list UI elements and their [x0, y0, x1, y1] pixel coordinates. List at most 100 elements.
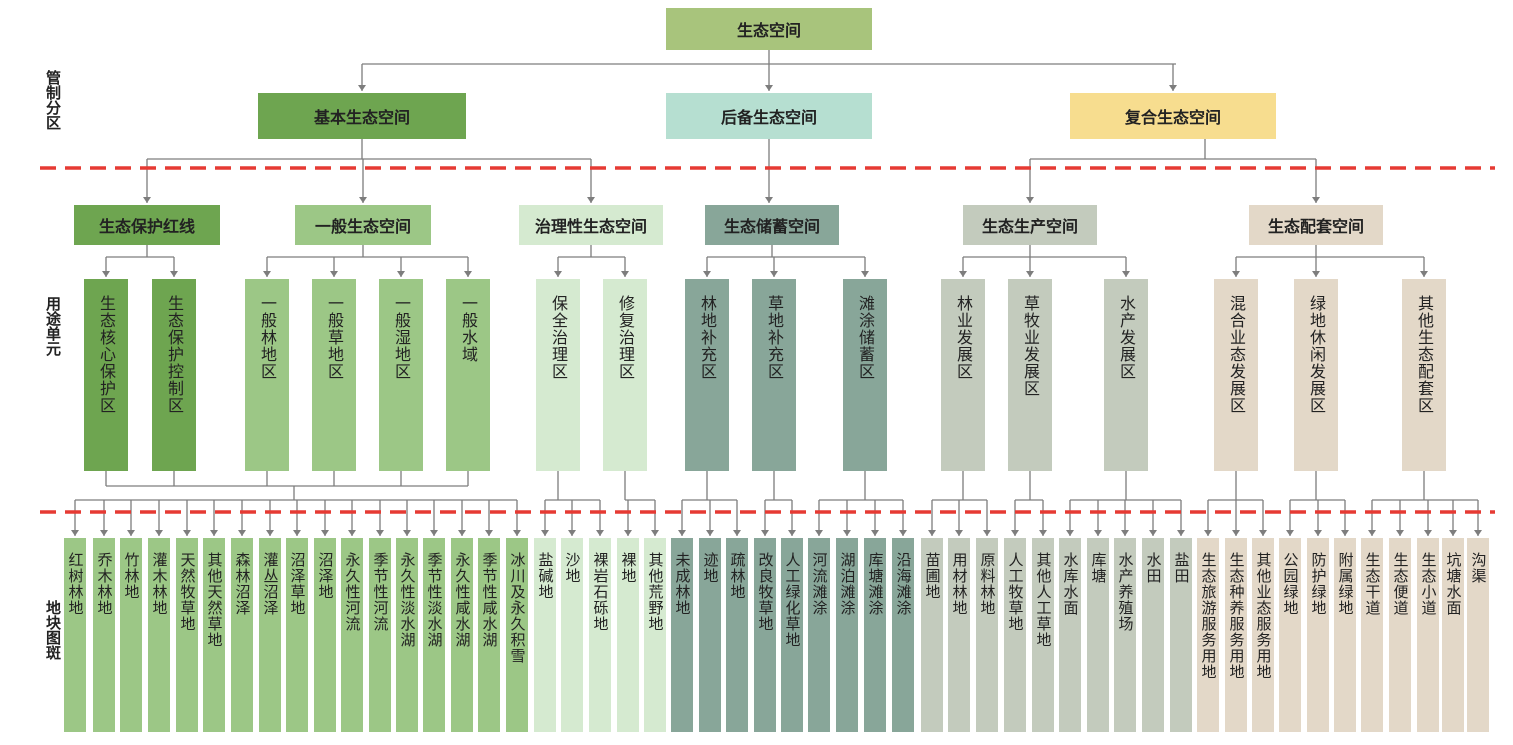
plot-node: 森林沼泽 — [231, 538, 253, 732]
plot-node-label: 生态旅游服务用地 — [1199, 552, 1218, 680]
plot-node-label: 水库水面 — [1061, 552, 1080, 616]
plot-node-label: 湖泊滩涂 — [838, 552, 857, 616]
plot-node-label: 生态种养服务用地 — [1227, 552, 1246, 680]
plot-node: 沙地 — [561, 538, 583, 732]
plot-node-label: 竹林地 — [122, 552, 141, 600]
plot-node-label: 沼泽草地 — [288, 552, 307, 616]
space-node: 治理性生态空间 — [519, 205, 663, 245]
plot-node-label: 永久性河流 — [343, 552, 362, 632]
plot-node: 灌木林地 — [148, 538, 170, 732]
plot-node: 冰川及永久积雪 — [506, 538, 528, 732]
plot-node: 乔木林地 — [93, 538, 115, 732]
plot-node: 季节性咸水湖 — [478, 538, 500, 732]
unit-node-label: 生态核心保护区 — [97, 295, 116, 414]
plot-node: 红树林地 — [64, 538, 86, 732]
plot-node: 公园绿地 — [1279, 538, 1301, 732]
plot-node: 用材林地 — [948, 538, 970, 732]
unit-node-label: 一般草地区 — [325, 295, 344, 380]
side-label-plots: 地块图斑 — [44, 600, 62, 660]
plot-node-label: 季节性河流 — [371, 552, 390, 632]
plot-node: 永久性咸水湖 — [451, 538, 473, 732]
plot-node-label: 附属绿地 — [1336, 552, 1355, 616]
plot-node: 生态种养服务用地 — [1225, 538, 1247, 732]
plot-node-label: 水田 — [1144, 552, 1163, 584]
plot-node: 坑塘水面 — [1442, 538, 1464, 732]
plot-node: 沼泽草地 — [286, 538, 308, 732]
plot-node: 附属绿地 — [1334, 538, 1356, 732]
plot-node: 湖泊滩涂 — [836, 538, 858, 732]
plot-node-label: 坑塘水面 — [1444, 552, 1463, 616]
plot-node: 裸岩石砾地 — [589, 538, 611, 732]
unit-node-label: 滩涂储蓄区 — [856, 295, 875, 380]
unit-node-label: 一般湿地区 — [392, 295, 411, 380]
unit-node: 保全治理区 — [536, 279, 580, 471]
plot-node-label: 盐田 — [1172, 552, 1191, 584]
unit-node-label: 修复治理区 — [616, 295, 635, 380]
plot-node: 迹地 — [699, 538, 721, 732]
plot-node-label: 永久性淡水湖 — [398, 552, 417, 648]
plot-node: 沟渠 — [1467, 538, 1489, 732]
unit-node: 滩涂储蓄区 — [843, 279, 887, 471]
unit-node: 草地补充区 — [752, 279, 796, 471]
unit-node: 修复治理区 — [603, 279, 647, 471]
plot-node-label: 沼泽地 — [316, 552, 335, 600]
plot-node-label: 季节性咸水湖 — [480, 552, 499, 648]
plot-node: 苗圃地 — [921, 538, 943, 732]
plot-node: 水库水面 — [1059, 538, 1081, 732]
plot-node: 改良牧草地 — [754, 538, 776, 732]
zone-node: 基本生态空间 — [258, 93, 466, 139]
plot-node: 防护绿地 — [1307, 538, 1329, 732]
plot-node: 裸地 — [617, 538, 639, 732]
plot-node-label: 水产养殖场 — [1116, 552, 1135, 632]
plot-node: 河流滩涂 — [808, 538, 830, 732]
side-label-zones: 管制分区 — [44, 70, 62, 130]
space-node: 生态生产空间 — [963, 205, 1097, 245]
plot-node: 原料林地 — [976, 538, 998, 732]
unit-node: 水产发展区 — [1104, 279, 1148, 471]
plot-node: 季节性河流 — [369, 538, 391, 732]
space-node: 生态储蓄空间 — [705, 205, 839, 245]
plot-node-label: 生态便道 — [1391, 552, 1410, 616]
plot-node-label: 沙地 — [563, 552, 582, 584]
plot-node: 生态干道 — [1361, 538, 1383, 732]
plot-node: 灌丛沼泽 — [259, 538, 281, 732]
unit-node: 一般草地区 — [312, 279, 356, 471]
plot-node-label: 迹地 — [701, 552, 720, 584]
unit-node: 草牧业发展区 — [1008, 279, 1052, 471]
plot-node: 未成林地 — [671, 538, 693, 732]
plot-node-label: 沿海滩涂 — [894, 552, 913, 616]
unit-node-label: 草牧业发展区 — [1021, 295, 1040, 397]
plot-node-label: 天然牧草地 — [178, 552, 197, 632]
plot-node-label: 乔木林地 — [95, 552, 114, 616]
plot-node-label: 其他业态服务用地 — [1254, 552, 1273, 680]
unit-node: 一般林地区 — [245, 279, 289, 471]
plot-node-label: 冰川及永久积雪 — [508, 552, 527, 664]
plot-node: 盐田 — [1170, 538, 1192, 732]
plot-node-label: 库塘滩涂 — [866, 552, 885, 616]
plot-node: 库塘 — [1087, 538, 1109, 732]
space-node: 生态保护红线 — [74, 205, 220, 245]
plot-node: 季节性淡水湖 — [423, 538, 445, 732]
space-node: 生态配套空间 — [1249, 205, 1383, 245]
plot-node: 竹林地 — [120, 538, 142, 732]
plot-node-label: 疏林地 — [728, 552, 747, 600]
unit-node-label: 林地补充区 — [698, 295, 717, 380]
unit-node-label: 水产发展区 — [1117, 295, 1136, 380]
plot-node: 盐碱地 — [534, 538, 556, 732]
plot-node-label: 盐碱地 — [536, 552, 555, 600]
unit-node: 混合业态发展区 — [1214, 279, 1258, 471]
unit-node-label: 绿地休闲发展区 — [1307, 295, 1326, 414]
plot-node-label: 裸地 — [619, 552, 638, 584]
plot-node: 其他业态服务用地 — [1252, 538, 1274, 732]
plot-node-label: 公园绿地 — [1281, 552, 1300, 616]
unit-node-label: 生态保护控制区 — [165, 295, 184, 414]
plot-node: 永久性河流 — [341, 538, 363, 732]
plot-node-label: 森林沼泽 — [233, 552, 252, 616]
plot-node-label: 河流滩涂 — [810, 552, 829, 616]
plot-node: 库塘滩涂 — [864, 538, 886, 732]
plot-node: 其他荒野地 — [644, 538, 666, 732]
plot-node-label: 灌木林地 — [150, 552, 169, 616]
plot-node-label: 库塘 — [1089, 552, 1108, 584]
unit-node-label: 其他生态配套区 — [1415, 295, 1434, 414]
